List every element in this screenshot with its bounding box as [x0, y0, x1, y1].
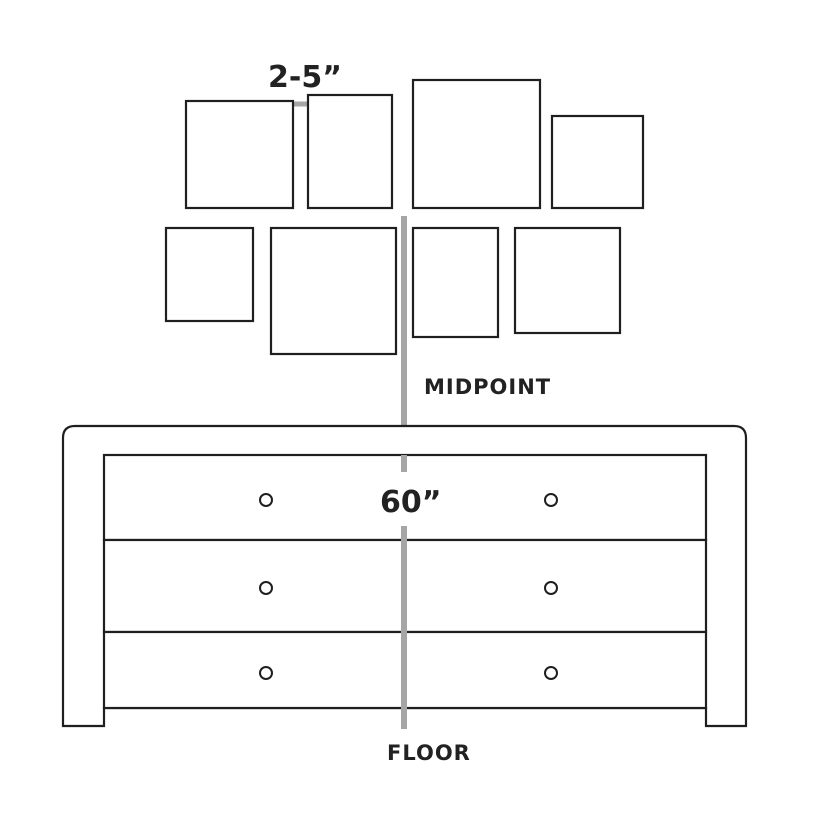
- drawer-knob: [259, 666, 273, 680]
- frame-bottom-3: [411, 226, 500, 339]
- drawer-knob: [259, 581, 273, 595]
- frame-bottom-2: [269, 226, 398, 356]
- midpoint-label: MIDPOINT: [424, 375, 551, 399]
- drawer-knob: [544, 666, 558, 680]
- frame-bottom-1: [164, 226, 255, 323]
- drawer-knob: [544, 581, 558, 595]
- frame-bottom-4: [513, 226, 622, 335]
- drawer-knob: [544, 493, 558, 507]
- spacing-label: 2-5”: [268, 60, 342, 95]
- frame-top-4: [550, 114, 645, 210]
- frame-top-1: [184, 99, 295, 210]
- floor-label: FLOOR: [387, 741, 471, 765]
- drawer-knob: [259, 493, 273, 507]
- frame-top-2: [306, 93, 394, 210]
- height-label: 60”: [380, 485, 441, 520]
- frame-top-3: [411, 78, 542, 210]
